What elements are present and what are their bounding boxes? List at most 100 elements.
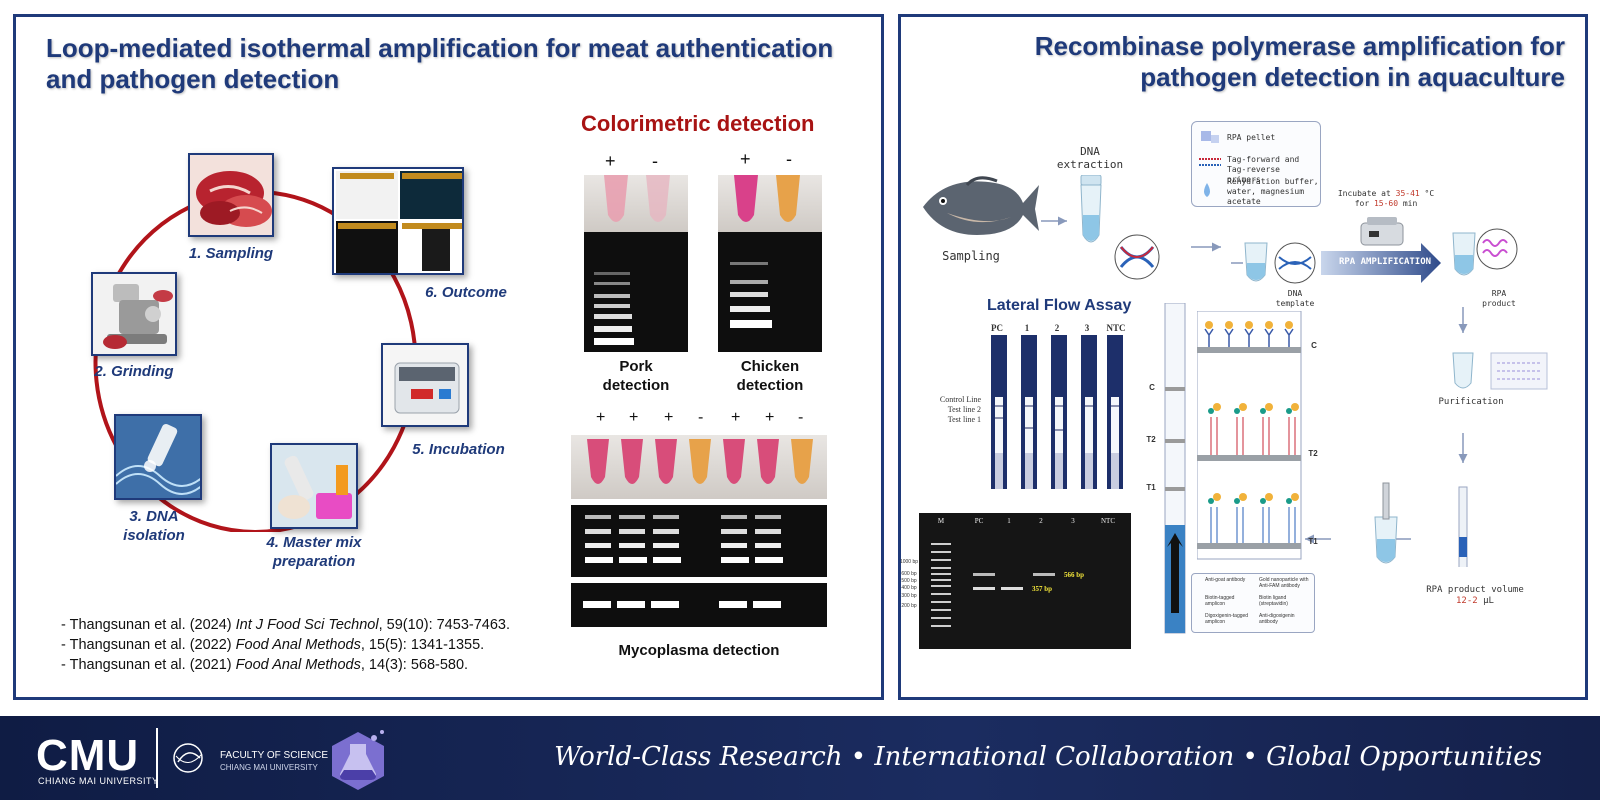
myco-gel [571, 505, 827, 577]
chicken-gel [718, 232, 822, 352]
gel-lane-m: M [937, 517, 945, 525]
logo-divider [156, 728, 158, 788]
rpa-flow [1231, 228, 1518, 284]
strip-schematic [1164, 303, 1186, 634]
step-3-label: 3. DNA isolation [123, 508, 185, 544]
faculty-emblem-icon [173, 743, 203, 773]
rpa-amplification-label: RPA AMPLIFICATION [1338, 257, 1432, 267]
lamp-title: Loop-mediated isothermal amplification f… [46, 33, 834, 94]
mech-legend-5: Anti-digoxigenin antibody [1259, 613, 1295, 625]
slogan: World-Class Research • International Col… [554, 742, 1542, 772]
dna-extraction-label: DNA extraction [1056, 145, 1124, 171]
reference-3: - Thangsunan et al. (2021) Food Anal Met… [61, 657, 469, 673]
mycoplasma-detection-label: Mycoplasma detection [618, 642, 780, 659]
master-mix-image [270, 443, 358, 529]
ladder-200: 200 bp [901, 603, 917, 609]
grinding-image [91, 272, 177, 356]
legend-buffer: Rehydration buffer, water, magnesium ace… [1227, 177, 1319, 206]
step-4-label: 4. Master mix preparation [266, 534, 362, 570]
myco-tube-row [587, 439, 813, 484]
myco-sign-7: - [798, 409, 804, 426]
gel-lane-1: 1 [1007, 517, 1011, 525]
pork-tubes [584, 175, 688, 232]
arrows-right [1305, 307, 1548, 567]
dna-pipette-icon [116, 416, 200, 498]
master-mix-icon [272, 445, 356, 527]
ladder-1000: 1000 bp [899, 559, 919, 565]
test-line-2-label: Test line 2 [947, 405, 981, 414]
lfa-title: Lateral Flow Assay [987, 297, 1132, 314]
sandwich-mark-t2: T2 [1308, 449, 1318, 458]
heat-block-icon [383, 345, 467, 425]
rpa-panel: Recombinase polymerase amplification for… [898, 14, 1588, 700]
outcome-collage-icon [334, 169, 462, 273]
cmu-logo: CMU [36, 731, 140, 780]
rpa-gel-bands [931, 543, 1055, 627]
rpa-title: Recombinase polymerase amplification for… [1034, 31, 1565, 92]
grinder-icon [93, 274, 175, 354]
strip-mark-t2: T2 [1146, 435, 1156, 444]
myco-gel-bands [585, 515, 783, 563]
outcome-image [332, 167, 464, 275]
references: - Thangsunan et al. (2024) Int J Food Sc… [61, 615, 510, 675]
sampling-image [188, 153, 274, 237]
mechanism-legend [1191, 573, 1315, 633]
step-5-label: 5. Incubation [412, 441, 505, 458]
dna-isolation-image [114, 414, 202, 500]
strip-label-ntc: NTC [1106, 323, 1126, 333]
gel-lane-ntc: NTC [1101, 517, 1115, 525]
reference-2: - Thangsunan et al. (2022) Food Anal Met… [61, 637, 485, 653]
strip-mark-c: C [1149, 383, 1155, 392]
faculty-name: FACULTY OF SCIENCE [220, 750, 328, 761]
myco-gel-single [571, 583, 827, 627]
pork-gel-bands [594, 272, 634, 345]
chicken-tube-pair [734, 175, 800, 222]
strip-label-2: 2 [1054, 323, 1060, 333]
fish-icon [923, 176, 1039, 235]
chicken-tubes [718, 175, 822, 232]
myco-tubes [571, 435, 827, 499]
myco-sign-4: - [698, 409, 704, 426]
band-357-label: 357 bp [1031, 585, 1053, 593]
legend-rpa-pellet: RPA pellet [1227, 133, 1276, 142]
mech-legend-1: Gold nanoparticle with Anti-FAM antibody [1259, 577, 1309, 589]
ladder-400: 400 bp [901, 585, 917, 591]
ladder-500: 500 bp [901, 578, 917, 584]
strip-label-3: 3 [1084, 323, 1090, 333]
mech-legend-4: Digoxigenin-tagged amplicon [1205, 613, 1249, 625]
purification-label: Purification [1438, 397, 1504, 407]
pork-tube-pair [604, 175, 670, 222]
sandwich-mark-t1: T1 [1308, 537, 1318, 546]
gel-lane-2: 2 [1039, 517, 1043, 525]
pork-sign-plus: + [605, 151, 616, 171]
pork-gel [584, 232, 688, 352]
myco-sign-3: + [664, 409, 674, 426]
legend-icons [1199, 131, 1221, 197]
lamp-panel: Loop-mediated isothermal amplification f… [13, 14, 884, 700]
band-566-label: 566 bp [1063, 571, 1085, 579]
strip-mark-t1: T1 [1146, 483, 1156, 492]
incubator-icon [1360, 217, 1404, 246]
dna-template-label: DNA template [1275, 289, 1315, 308]
step-1-label: 1. Sampling [188, 245, 274, 262]
ladder-600: 600 bp [901, 571, 917, 577]
legend-primers: Tag-forward and Tag-reverse primers [1227, 155, 1300, 184]
incubation-image [381, 343, 469, 427]
reference-1: - Thangsunan et al. (2024) Int J Food Sc… [61, 617, 510, 633]
myco-sign-5: + [731, 409, 741, 426]
step-6-label: 6. Outcome [425, 284, 507, 301]
sampling-label: Sampling [942, 249, 1000, 263]
myco-sign-6: + [765, 409, 775, 426]
gel-lane-pc: PC [974, 517, 984, 525]
ladder-300: 300 bp [901, 593, 917, 599]
myco-single-bands [583, 601, 781, 608]
mechanism-diagram [1197, 311, 1302, 560]
colorimetric-title: Colorimetric detection [581, 111, 815, 136]
rpa-volume-label: RPA product volume 12-2 µL [1426, 585, 1524, 606]
gel-lane-3: 3 [1071, 517, 1075, 525]
strip-label-1: 1 [1024, 323, 1030, 333]
sandwich-mark-c: C [1311, 341, 1317, 350]
strip-label-pc: PC [991, 323, 1003, 333]
step-2-label: 2. Grinding [94, 363, 174, 380]
